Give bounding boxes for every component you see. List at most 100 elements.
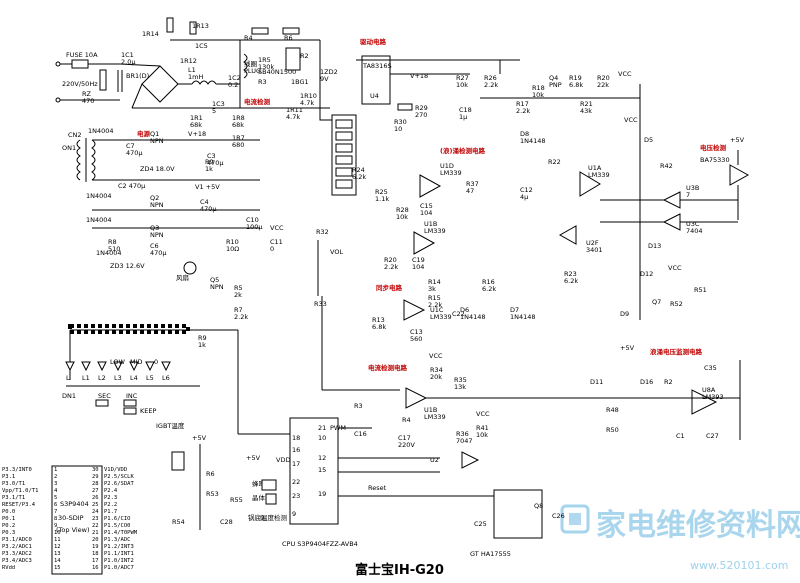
pinout-left-num: 9 xyxy=(54,523,57,529)
pinout-right-label: P1.2/INT3 xyxy=(104,544,134,550)
led-5: L5 xyxy=(146,374,154,382)
pinout-right-label: P1.6/CIO xyxy=(104,516,131,522)
pinout-right-num: 21 xyxy=(92,530,99,536)
vcc-left: VCC xyxy=(270,224,284,232)
pinout-left-num: 10 xyxy=(54,530,61,536)
v5-ov: +5V xyxy=(620,344,635,352)
fan-label: 风扇 xyxy=(176,273,189,282)
pinout-right-num: 20 xyxy=(92,537,99,543)
d1-label: 1N4004 xyxy=(88,127,114,135)
d16-label: D16 xyxy=(640,378,653,386)
d12-label: D12 xyxy=(640,270,653,278)
r12-label: 1R12 xyxy=(180,57,197,65)
pinout-left-label: P3.4/ADC3 xyxy=(2,558,32,564)
bridge-rectifier xyxy=(141,65,179,103)
watermark-text: 家电维修资料网 xyxy=(596,508,800,543)
d13-label: D13 xyxy=(648,242,661,250)
key-inc[interactable] xyxy=(123,399,137,407)
pinout-left-label: P0.0 xyxy=(2,509,15,515)
r6-label: R6 xyxy=(206,470,215,478)
sync-circuit-label: 同步电路 xyxy=(376,283,403,292)
vcc-top: VCC xyxy=(618,70,632,78)
ba-label: BA75330 xyxy=(700,156,730,164)
pinout-right-num: 23 xyxy=(92,516,99,522)
u1d-comparator xyxy=(419,174,442,198)
pinout-left-label: P0.3 xyxy=(2,530,15,536)
r4-lower: R4 xyxy=(402,416,411,424)
r53-label: R53 xyxy=(206,490,219,498)
u3b-inverter xyxy=(662,191,681,209)
low-voltage-supply: 电源 CN2 ON1 1N4004 1N4004 1N4004 1N4004 C… xyxy=(62,127,260,270)
pinout-right-num: 27 xyxy=(92,488,99,494)
igbt xyxy=(285,47,301,71)
pinout-right-num: 19 xyxy=(92,544,99,550)
igbt-temp-block: IGBT温度 +5V R6 R53 R55 C28 R54 xyxy=(156,421,243,530)
v18-top: V+18 xyxy=(410,72,428,80)
central-connector xyxy=(331,114,357,196)
key-keep[interactable] xyxy=(123,407,137,415)
pinout-left-num: 1 xyxy=(54,467,57,473)
c22-label: C22 xyxy=(452,310,465,318)
key-sec[interactable] xyxy=(95,399,109,407)
current-detect-label: 电流检测电路 xyxy=(368,363,408,372)
c16-label: C16 xyxy=(354,430,367,438)
on1-label: ON1 xyxy=(62,144,76,152)
cpu-pwm: PWM xyxy=(330,424,346,432)
led-2: L2 xyxy=(98,374,106,382)
r22-label: R22 xyxy=(548,158,561,166)
igbt-thermistor xyxy=(171,451,185,471)
u2-label: U2 xyxy=(430,456,439,464)
pinout-right-label: P1.5/CO0 xyxy=(104,523,131,529)
pinout-right-label: P1.4/T0PWM xyxy=(104,530,138,536)
pinout-left-num: 7 xyxy=(54,509,57,515)
pinout-right-num: 28 xyxy=(92,481,99,487)
drive-circuit-label: 驱动电路 xyxy=(360,37,387,46)
pinout-right-num: 18 xyxy=(92,551,99,557)
crystal xyxy=(265,493,277,505)
pinout-left-num: 15 xyxy=(54,565,61,571)
cn2-label: CN2 xyxy=(68,131,82,139)
pinout-left-label: Vpp/T1.0/T1 xyxy=(2,488,38,494)
d11-label: D11 xyxy=(590,378,603,386)
pinout-left-num: 8 xyxy=(54,516,57,522)
pinout-chip-package: 30-SDIP xyxy=(58,514,84,522)
pinout-left-label: P3.1/T1 xyxy=(2,495,25,501)
u1a-comparator xyxy=(579,171,601,197)
pinout-right-num: 26 xyxy=(92,495,99,501)
pinout-right-label: P1.1/INT1 xyxy=(104,551,134,557)
pinout-right-label: P2.5/SCLK xyxy=(104,474,134,480)
r4-label: R4 xyxy=(244,34,253,42)
pinout-left-num: 3 xyxy=(54,481,57,487)
pinout-left-num: 14 xyxy=(54,558,61,564)
sec-label: SEC xyxy=(98,392,111,400)
pinout-right-label: P2.2 xyxy=(104,502,117,508)
led-4: L4 xyxy=(130,374,138,382)
